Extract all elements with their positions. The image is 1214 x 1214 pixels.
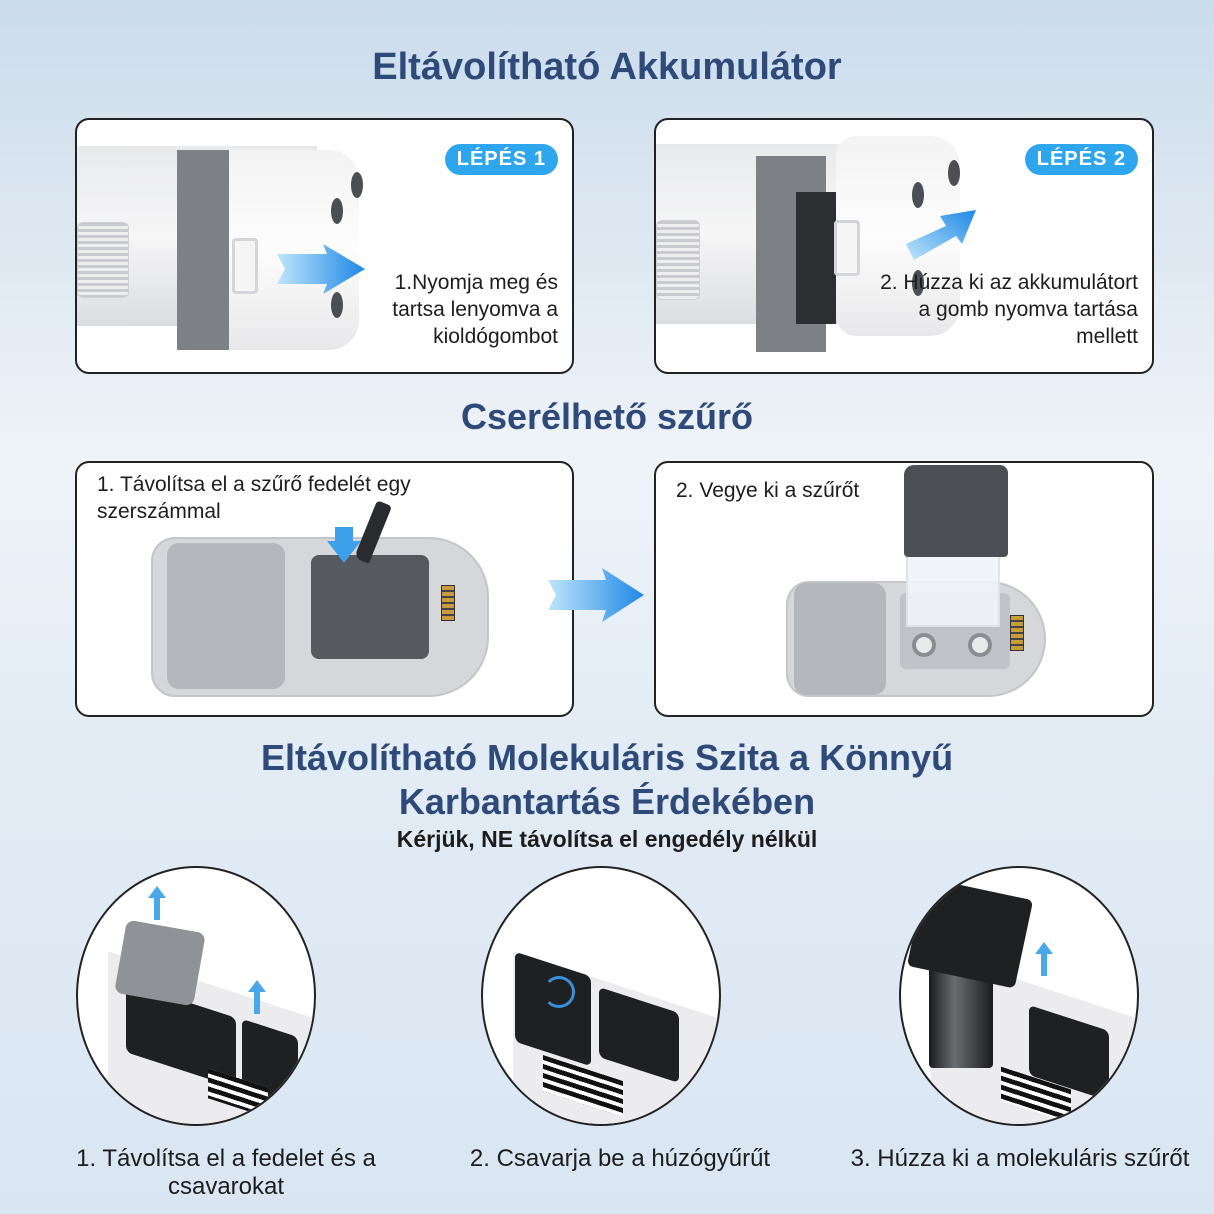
step-badge: LÉPÉS 2 — [1024, 144, 1138, 175]
foot-icon — [331, 292, 343, 318]
battery-step-2-card: LÉPÉS 2 2. Húzza ki az akkumulátort a go… — [654, 118, 1154, 374]
removed-lid — [114, 919, 206, 1007]
sieve-step-1-label: 1. Távolítsa el a fedelet és a csavaroka… — [76, 1145, 376, 1200]
sieve-step-2-label: 2. Csavarja be a húzógyűrűt — [469, 1145, 771, 1172]
arrow-up-icon — [148, 886, 166, 920]
battery-contacts — [441, 585, 455, 621]
step-description: 2. Húzza ki az akkumulátort a gomb nyomv… — [880, 271, 1138, 348]
sieve-step-1-image — [76, 866, 316, 1126]
vent-grille — [77, 222, 129, 298]
sieve-section-title: Eltávolítható Molekuláris Szita a Könnyű… — [0, 736, 1214, 824]
sieve-warning: Kérjük, NE távolítsa el engedély nélkül — [396, 826, 818, 852]
sieve-step-3-label: 3. Húzza ki a molekuláris szűrőt — [850, 1145, 1190, 1172]
tray-lid — [794, 583, 886, 695]
filter-step-2-card: 2. Vegye ki a szűrőt — [654, 461, 1154, 717]
rotate-arrow-icon — [543, 976, 575, 1008]
filter-cover[interactable] — [311, 555, 429, 659]
port-icon — [968, 633, 992, 657]
sieve-step-3-image — [899, 866, 1139, 1126]
battery-contacts — [1010, 615, 1024, 651]
step-description: 1. Távolítsa el a szűrő fedelét egy szer… — [97, 473, 411, 523]
battery-section-title: Eltávolítható Akkumulátor — [372, 46, 842, 88]
sieve-title-line-1: Eltávolítható Molekuláris Szita a Könnyű — [260, 737, 954, 778]
foot-icon — [912, 182, 924, 208]
foot-icon — [351, 172, 363, 198]
arrow-up-icon — [248, 980, 266, 1014]
foot-icon — [912, 270, 924, 296]
sieve-title-line-2: Karbantartás Érdekében — [398, 781, 816, 822]
step-description: 2. Vegye ki a szűrőt — [676, 479, 860, 502]
foot-icon — [948, 160, 960, 186]
device-band — [177, 150, 229, 350]
vent-grille — [656, 220, 700, 300]
battery-step-1-card: LÉPÉS 1 1.Nyomja meg és tartsa lenyomva … — [75, 118, 574, 374]
filter-step-1-card: 1. Távolítsa el a szűrő fedelét egy szer… — [75, 461, 574, 717]
sieve-step-2-image — [481, 866, 721, 1126]
port-icon — [912, 633, 936, 657]
arrow-up-right-icon — [906, 210, 976, 260]
sieve-cap — [906, 877, 1034, 989]
arrow-down-icon — [327, 527, 361, 563]
arrow-right-icon — [548, 568, 644, 622]
arrow-up-icon — [1035, 942, 1053, 976]
release-button[interactable] — [232, 238, 258, 294]
step-badge: LÉPÉS 1 — [444, 144, 558, 175]
tray-lid — [167, 543, 285, 689]
filter-section-title: Cserélhető szűrő — [460, 396, 754, 437]
battery-slot — [796, 192, 836, 324]
filter-cover[interactable] — [904, 465, 1008, 557]
step-description: 1.Nyomja meg és tartsa lenyomva a kioldó… — [392, 271, 558, 348]
arrow-right-icon — [277, 244, 365, 294]
foot-icon — [331, 198, 343, 224]
release-button[interactable] — [834, 220, 860, 276]
